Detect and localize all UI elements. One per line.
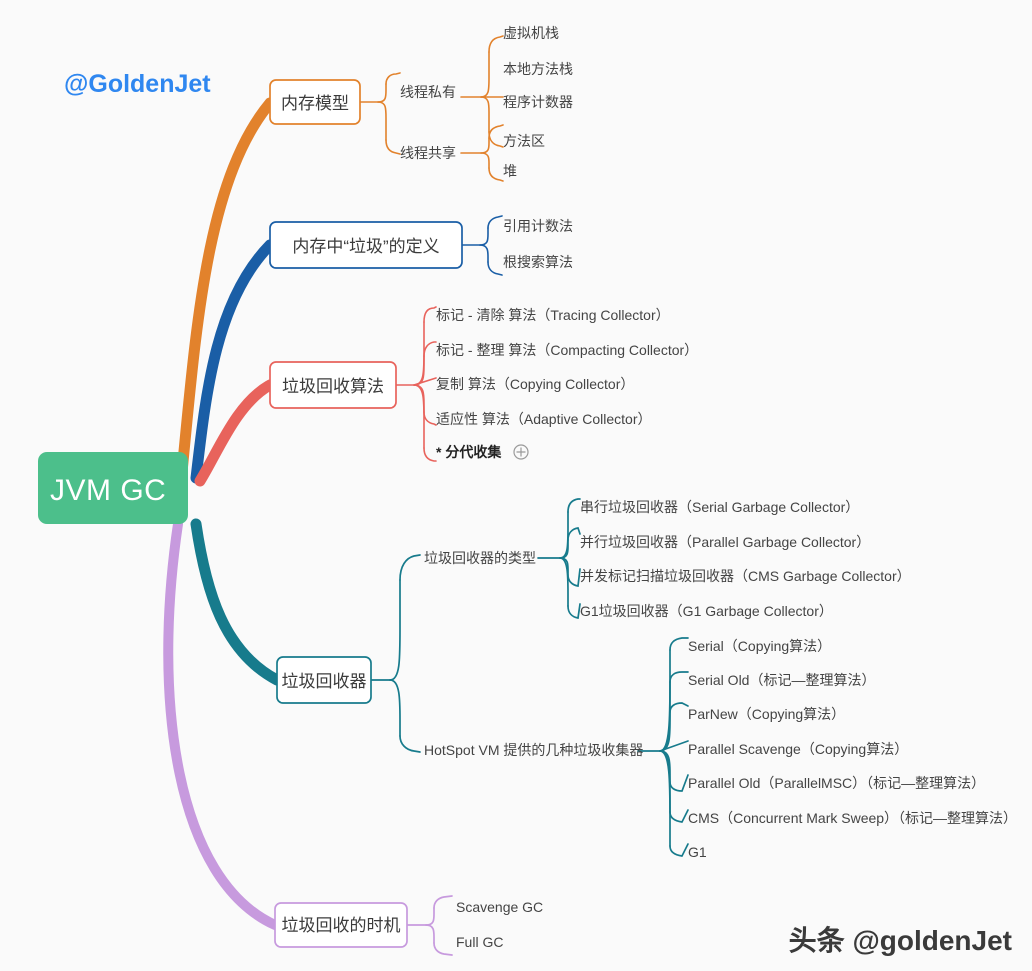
mid-label-thread-shared[interactable]: 线程共享: [400, 145, 456, 161]
node-memory-model[interactable]: 内存模型: [269, 79, 361, 125]
mid-label-hotspot-vm[interactable]: HotSpot VM 提供的几种垃圾收集器: [424, 742, 643, 758]
leaf-program-counter[interactable]: 程序计数器: [503, 94, 573, 110]
leaf-serial-gc[interactable]: 串行垃圾回收器（Serial Garbage Collector）: [580, 499, 859, 515]
leaf-hotspot-parnew[interactable]: ParNew（Copying算法）: [688, 706, 845, 722]
branch-garbage-collectors-links: [370, 498, 689, 857]
trunk-garbage-definition: [190, 239, 276, 484]
leaf-labels-gc-algorithms: 标记 - 清除 算法（Tracing Collector） 标记 - 整理 算法…: [436, 307, 698, 460]
leaf-mark-sweep[interactable]: 标记 - 清除 算法（Tracing Collector）: [436, 307, 670, 323]
leaf-g1-gc[interactable]: G1垃圾回收器（G1 Garbage Collector）: [580, 603, 833, 619]
trunk-garbage-collectors: [190, 518, 283, 686]
node-gc-algorithms-label: 垃圾回收算法: [282, 377, 384, 396]
leaf-virtual-machine-stack[interactable]: 虚拟机栈: [503, 25, 559, 41]
leaf-cms-gc[interactable]: 并发标记扫描垃圾回收器（CMS Garbage Collector）: [580, 568, 911, 584]
mid-label-collector-types[interactable]: 垃圾回收器的类型: [424, 550, 536, 566]
node-gc-timing[interactable]: 垃圾回收的时机: [274, 902, 408, 948]
branch-gc-timing-links: [406, 895, 453, 956]
node-gc-timing-label: 垃圾回收的时机: [282, 916, 401, 935]
leaf-method-area[interactable]: 方法区: [503, 133, 545, 149]
node-garbage-definition-label: 内存中“垃圾”的定义: [292, 237, 439, 256]
node-gc-algorithms[interactable]: 垃圾回收算法: [269, 361, 397, 409]
trunk-curves: [163, 97, 283, 930]
node-garbage-definition[interactable]: 内存中“垃圾”的定义: [269, 221, 463, 269]
leaf-hotspot-parallel-old[interactable]: Parallel Old（ParallelMSC）（标记—整理算法）: [688, 775, 985, 791]
leaf-reference-counting[interactable]: 引用计数法: [503, 218, 573, 234]
watermark-text: 头条 @goldenJet: [788, 925, 1012, 956]
leaf-heap[interactable]: 堆: [503, 163, 517, 179]
leaf-hotspot-parallel-scavenge[interactable]: Parallel Scavenge（Copying算法）: [688, 741, 908, 757]
branch-gc-algorithms-links: [395, 306, 437, 462]
root-node[interactable]: JVM GC: [38, 452, 188, 524]
node-garbage-collectors-label: 垃圾回收器: [282, 672, 367, 691]
node-garbage-collectors[interactable]: 垃圾回收器: [276, 656, 372, 704]
trunk-memory-model: [176, 97, 276, 478]
leaf-copying[interactable]: 复制 算法（Copying Collector）: [436, 376, 634, 392]
leaf-labels-memory-model: 虚拟机栈 本地方法栈 程序计数器 方法区 堆: [503, 25, 573, 179]
leaf-root-search[interactable]: 根搜索算法: [503, 254, 573, 270]
node-memory-model-label: 内存模型: [281, 94, 349, 113]
leaf-labels-garbage-definition: 引用计数法 根搜索算法: [503, 218, 573, 270]
leaf-native-method-stack[interactable]: 本地方法栈: [503, 61, 573, 77]
leaf-labels-hotspot: Serial（Copying算法） Serial Old（标记—整理算法） Pa…: [688, 638, 1017, 860]
leaf-hotspot-serial-old[interactable]: Serial Old（标记—整理算法）: [688, 672, 875, 688]
leaf-labels-collector-types: 串行垃圾回收器（Serial Garbage Collector） 并行垃圾回收…: [580, 499, 911, 619]
trunk-gc-timing: [163, 519, 280, 930]
leaf-hotspot-g1[interactable]: G1: [688, 844, 707, 860]
branch-memory-model-links: [359, 35, 504, 182]
leaf-parallel-gc[interactable]: 并行垃圾回收器（Parallel Garbage Collector）: [580, 534, 870, 550]
trunk-gc-algorithms: [194, 379, 276, 487]
leaf-hotspot-serial[interactable]: Serial（Copying算法）: [688, 638, 831, 654]
leaf-hotspot-cms[interactable]: CMS（Concurrent Mark Sweep）（标记—整理算法）: [688, 810, 1017, 826]
leaf-labels-gc-timing: Scavenge GC Full GC: [456, 899, 543, 950]
expand-plus-icon[interactable]: [513, 444, 529, 460]
leaf-scavenge-gc[interactable]: Scavenge GC: [456, 899, 543, 915]
mid-label-thread-private[interactable]: 线程私有: [400, 84, 456, 100]
leaf-full-gc[interactable]: Full GC: [456, 934, 503, 950]
leaf-mark-compact[interactable]: 标记 - 整理 算法（Compacting Collector）: [436, 342, 698, 358]
root-node-label: JVM GC: [50, 474, 166, 507]
brand-handle: @GoldenJet: [64, 70, 211, 98]
branch-garbage-definition-links: [461, 215, 503, 276]
leaf-generational-collection[interactable]: * 分代收集: [436, 444, 502, 460]
leaf-adaptive[interactable]: 适应性 算法（Adaptive Collector）: [436, 411, 652, 427]
